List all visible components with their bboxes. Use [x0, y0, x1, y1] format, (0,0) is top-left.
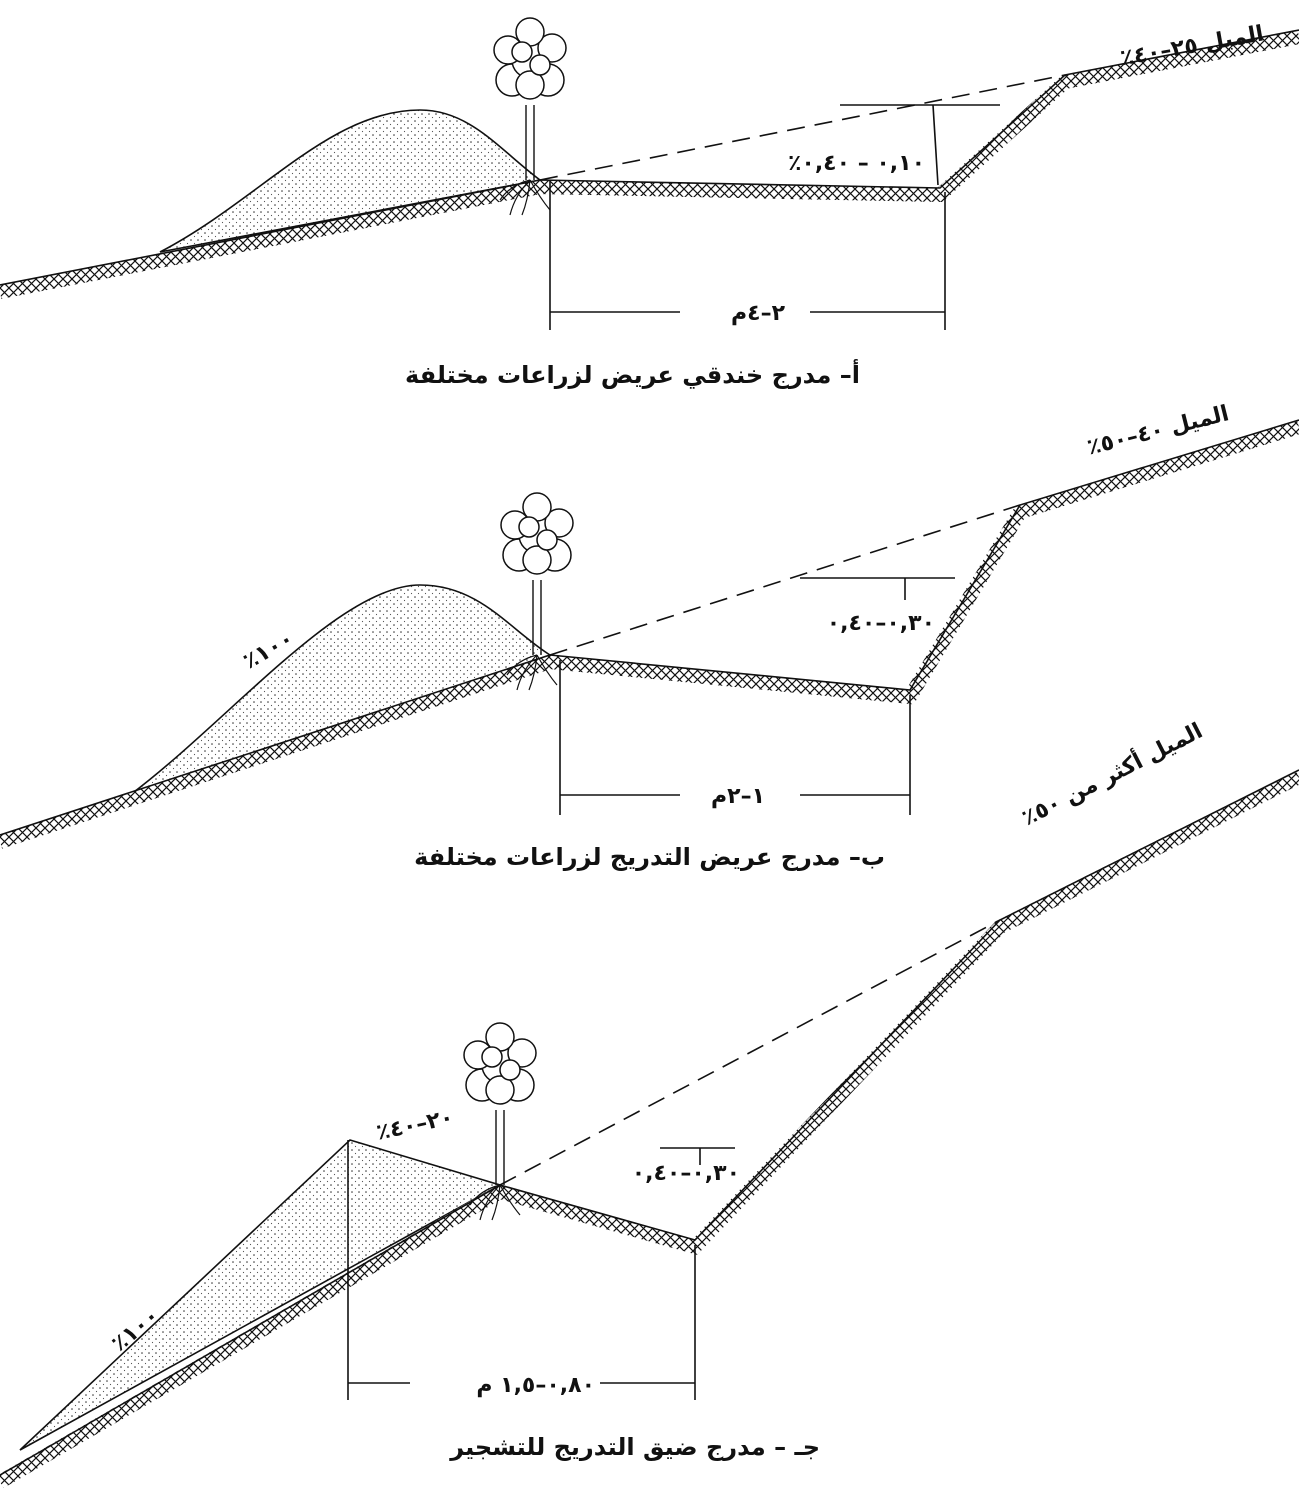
ground-profile — [0, 30, 1299, 299]
width-label: ١–٢م — [711, 784, 765, 809]
soil-mound — [129, 584, 552, 796]
caption-c: جـ – مدرج ضيق التدريج للتشجير — [449, 1433, 820, 1461]
height-label: ٠,١٠ – ٠,٤٠٪ — [788, 151, 925, 176]
panel-a: الميل ٢٥–٤٠٪ ٠,١٠ – ٠,٤٠٪ ٢–٤م أ– مدرج خ… — [0, 17, 1299, 389]
width-label: ٢–٤م — [731, 301, 786, 326]
caption-b: ب– مدرج عريض التدريج لزراعات مختلفة — [414, 843, 885, 871]
soil-mound — [19, 1139, 503, 1451]
panel-c: الميل أكثر من ٥٠٪ ٢٠–٤٠٪ ٠,٣٠–٠,٤٠ ١٠٠٪ … — [0, 715, 1299, 1488]
width-label: ٠,٨٠–١,٥ م — [476, 1373, 595, 1398]
ground-profile — [0, 770, 1299, 1488]
soil-mound — [159, 109, 542, 253]
height-label: ٠,٣٠–٠,٤٠ — [827, 611, 935, 636]
height-label: ٠,٣٠–٠,٤٠ — [632, 1161, 740, 1186]
panel-b: الميل ٤٠–٥٠٪ ٠,٣٠–٠,٤٠ ١٠٠٪ ١–٢م ب– مدرج… — [0, 401, 1299, 871]
slope-label: الميل أكثر من ٥٠٪ — [1016, 715, 1206, 831]
top-slope-label: ٢٠–٤٠٪ — [374, 1105, 456, 1146]
caption-a: أ– مدرج خندقي عريض لزراعات مختلفة — [405, 359, 860, 389]
